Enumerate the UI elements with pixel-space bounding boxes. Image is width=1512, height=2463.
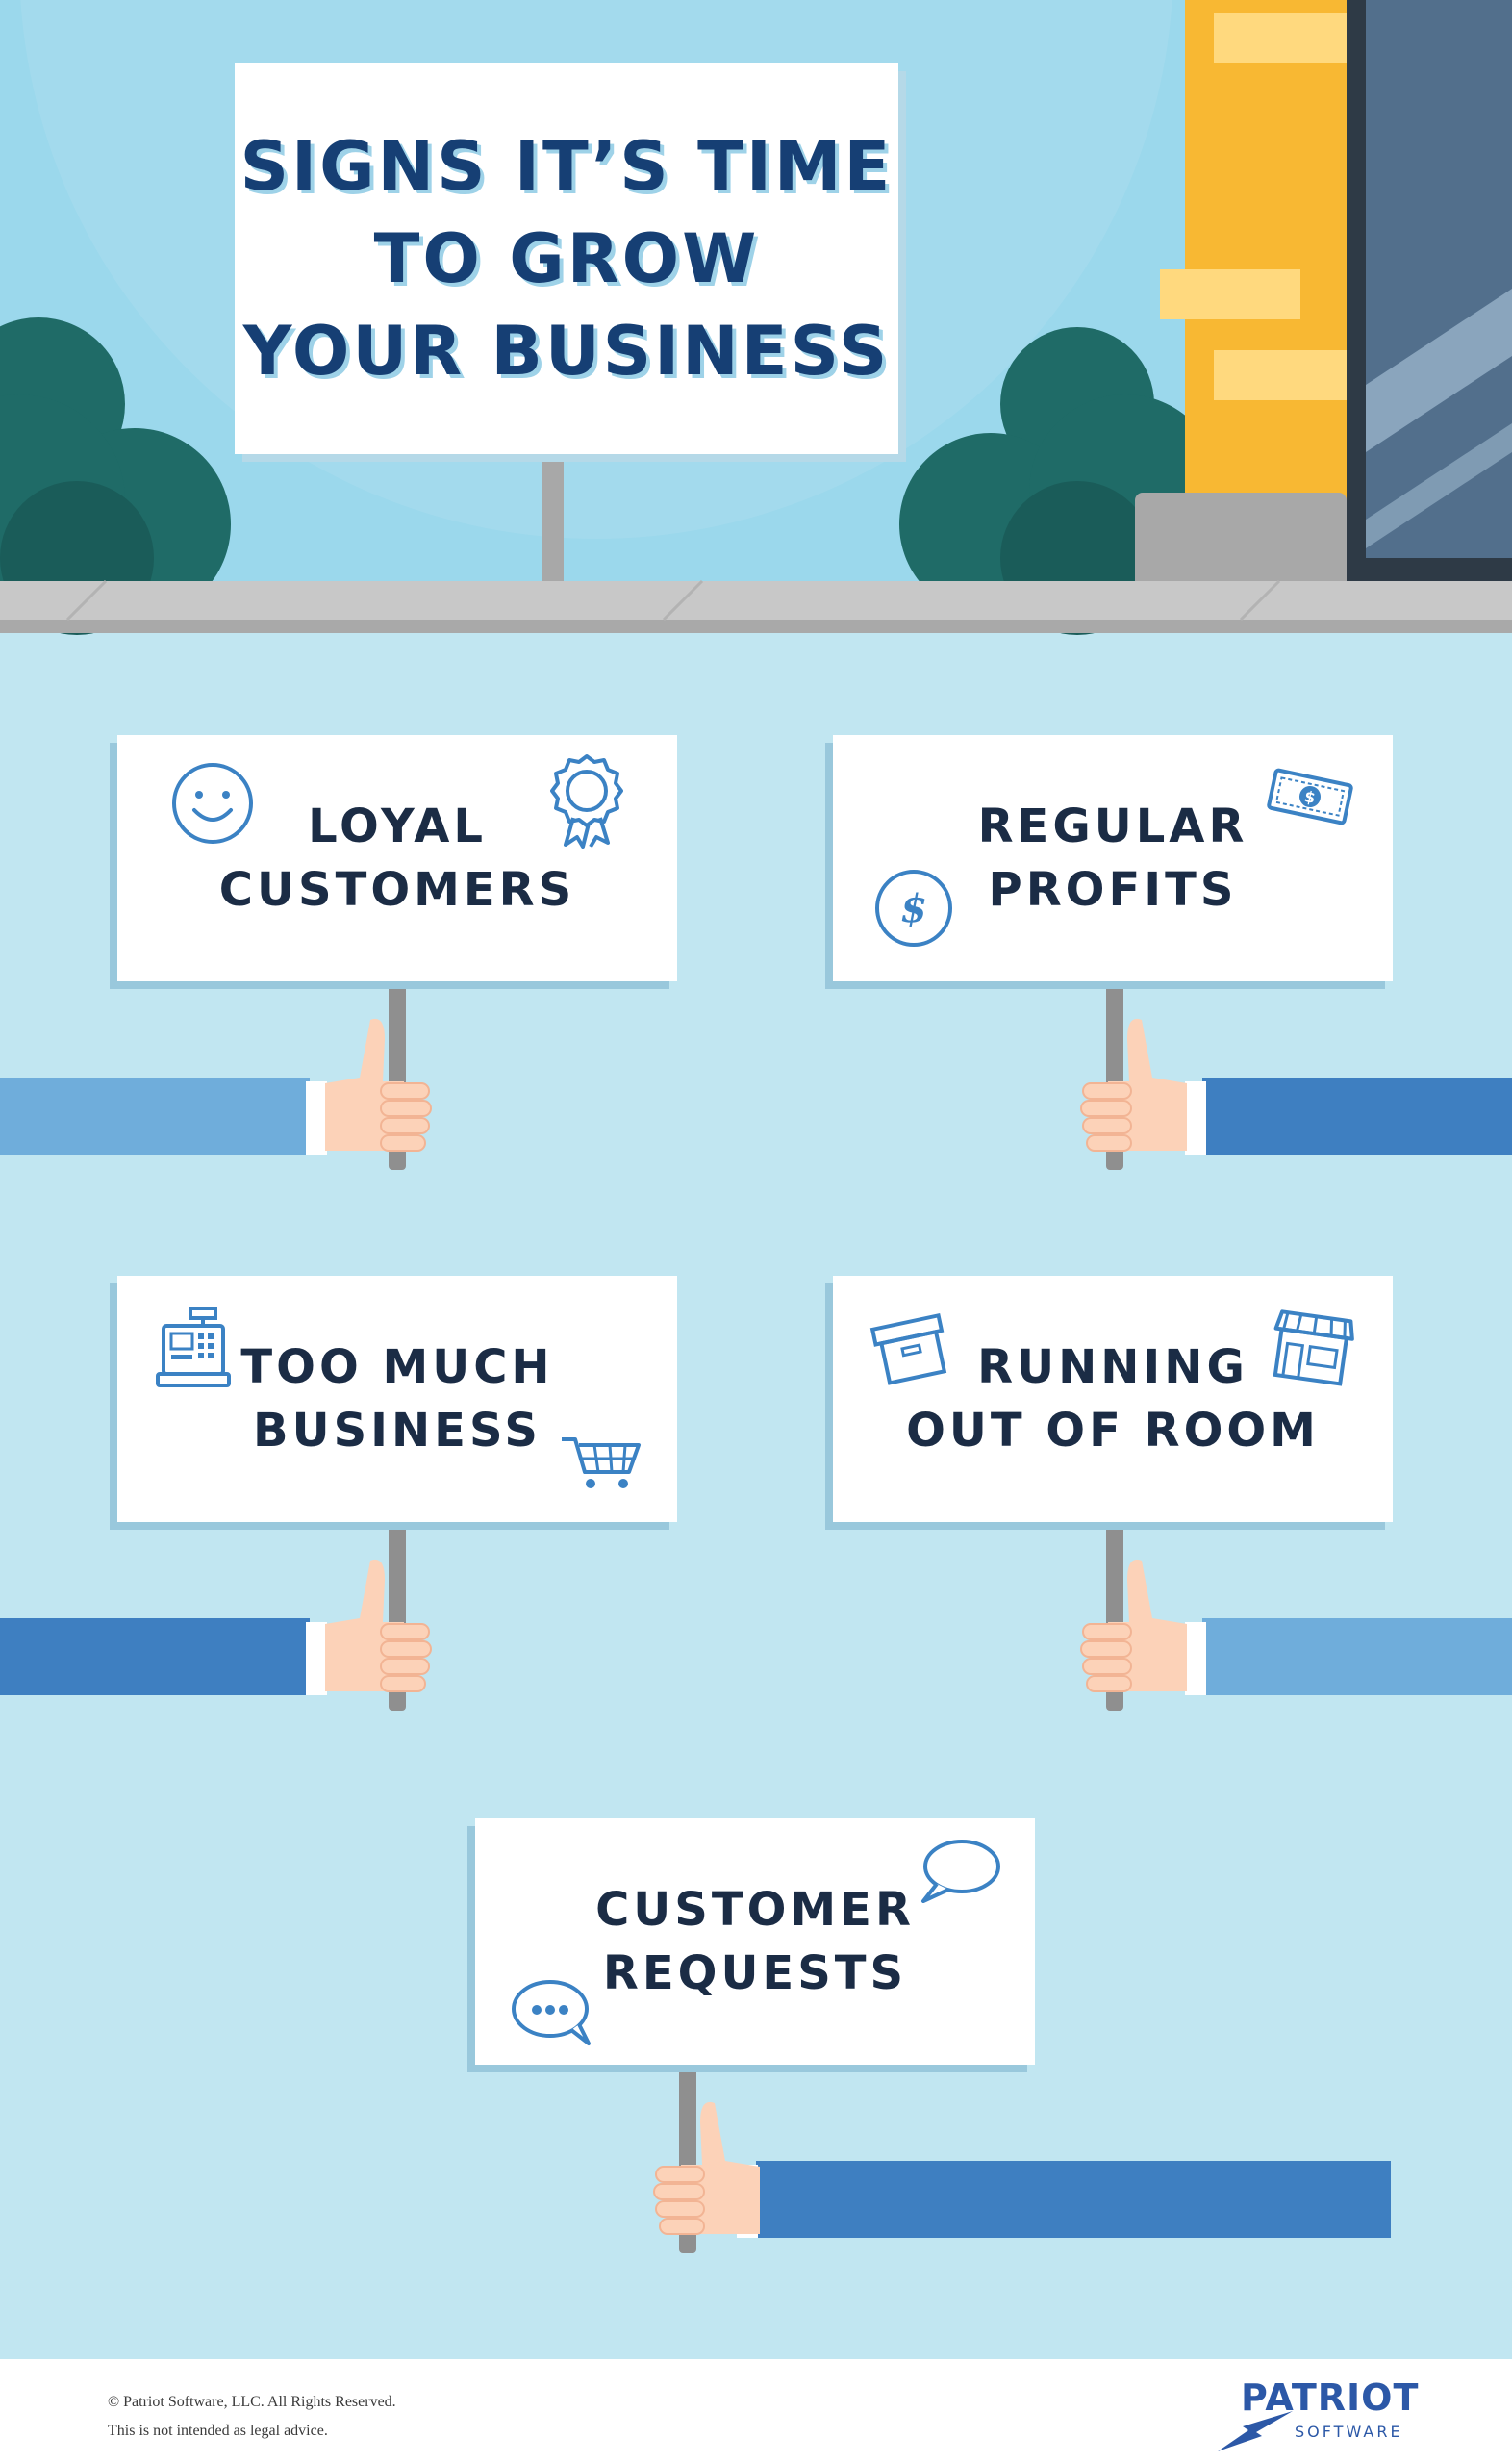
- right-hand-holder-4: [1080, 1522, 1512, 1711]
- sign-line-1: REGULAR: [977, 800, 1248, 853]
- disclaimer-text: This is not intended as legal advice.: [108, 2423, 328, 2439]
- svg-text:$: $: [900, 886, 927, 931]
- storefront-icon: [1273, 1309, 1354, 1386]
- chat-bubble-dots-icon: [512, 1980, 591, 2045]
- sign-loyal-customers: LOYAL CUSTOMERS: [117, 735, 677, 981]
- sign-label: REGULAR PROFITS: [978, 795, 1248, 922]
- cash-register-icon: [156, 1307, 231, 1387]
- award-ribbon-icon: [550, 754, 623, 849]
- logo-subtitle: SOFTWARE: [1295, 2423, 1403, 2441]
- right-hand-holder-2: [1080, 981, 1512, 1170]
- sign-line-2: OUT OF ROOM: [906, 1404, 1320, 1458]
- svg-text:$: $: [1302, 787, 1317, 807]
- storage-box-icon: [869, 1312, 947, 1385]
- left-hand-holder-1: [0, 981, 432, 1170]
- sign-line-2: CUSTOMERS: [218, 863, 576, 917]
- footer-legal: © Patriot Software, LLC. All Rights Rese…: [108, 2388, 396, 2446]
- logo-name: PATRIOT: [1241, 2376, 1420, 2419]
- copyright-text: © Patriot Software, LLC. All Rights Rese…: [108, 2394, 396, 2410]
- sign-label: LOYAL CUSTOMERS: [219, 795, 575, 922]
- right-hand-holder-5: [653, 2065, 1391, 2253]
- page-title: SIGNS IT’S TIME TO GROW YOUR BUSINESS: [240, 120, 894, 397]
- sign-line-1: TOO MUCH: [240, 1340, 554, 1394]
- title-sign: SIGNS IT’S TIME TO GROW YOUR BUSINESS: [235, 63, 898, 454]
- logo-swoosh-icon: [1218, 2411, 1293, 2451]
- sign-line-2: PROFITS: [988, 863, 1238, 917]
- title-line-3: YOUR BUSINESS: [242, 312, 891, 391]
- sign-label: RUNNING OUT OF ROOM: [906, 1335, 1320, 1462]
- patriot-software-logo[interactable]: PATRIOT SOFTWARE: [1214, 2374, 1418, 2455]
- smiley-icon: [172, 763, 253, 844]
- dollar-bill-icon: $: [1267, 768, 1353, 825]
- dollar-coin-icon: $: [875, 870, 952, 947]
- speech-bubble-icon: [921, 1840, 1000, 1903]
- sign-line-1: CUSTOMER: [595, 1883, 915, 1937]
- sign-line-1: LOYAL: [308, 800, 487, 853]
- sign-label: CUSTOMER REQUESTS: [595, 1878, 915, 2005]
- sign-label: TOO MUCH BUSINESS: [240, 1335, 553, 1462]
- sign-line-1: RUNNING: [977, 1340, 1248, 1394]
- footer: © Patriot Software, LLC. All Rights Rese…: [0, 2359, 1512, 2463]
- sign-line-2: BUSINESS: [253, 1404, 542, 1458]
- shopping-cart-icon: [562, 1437, 641, 1488]
- title-line-1: SIGNS IT’S TIME: [239, 127, 894, 206]
- title-line-2: TO GROW: [373, 219, 760, 298]
- curb: [0, 579, 1512, 633]
- sign-line-2: REQUESTS: [602, 1946, 908, 2000]
- title-sign-post: [542, 454, 564, 589]
- left-hand-holder-3: [0, 1522, 432, 1711]
- building: [1135, 0, 1512, 589]
